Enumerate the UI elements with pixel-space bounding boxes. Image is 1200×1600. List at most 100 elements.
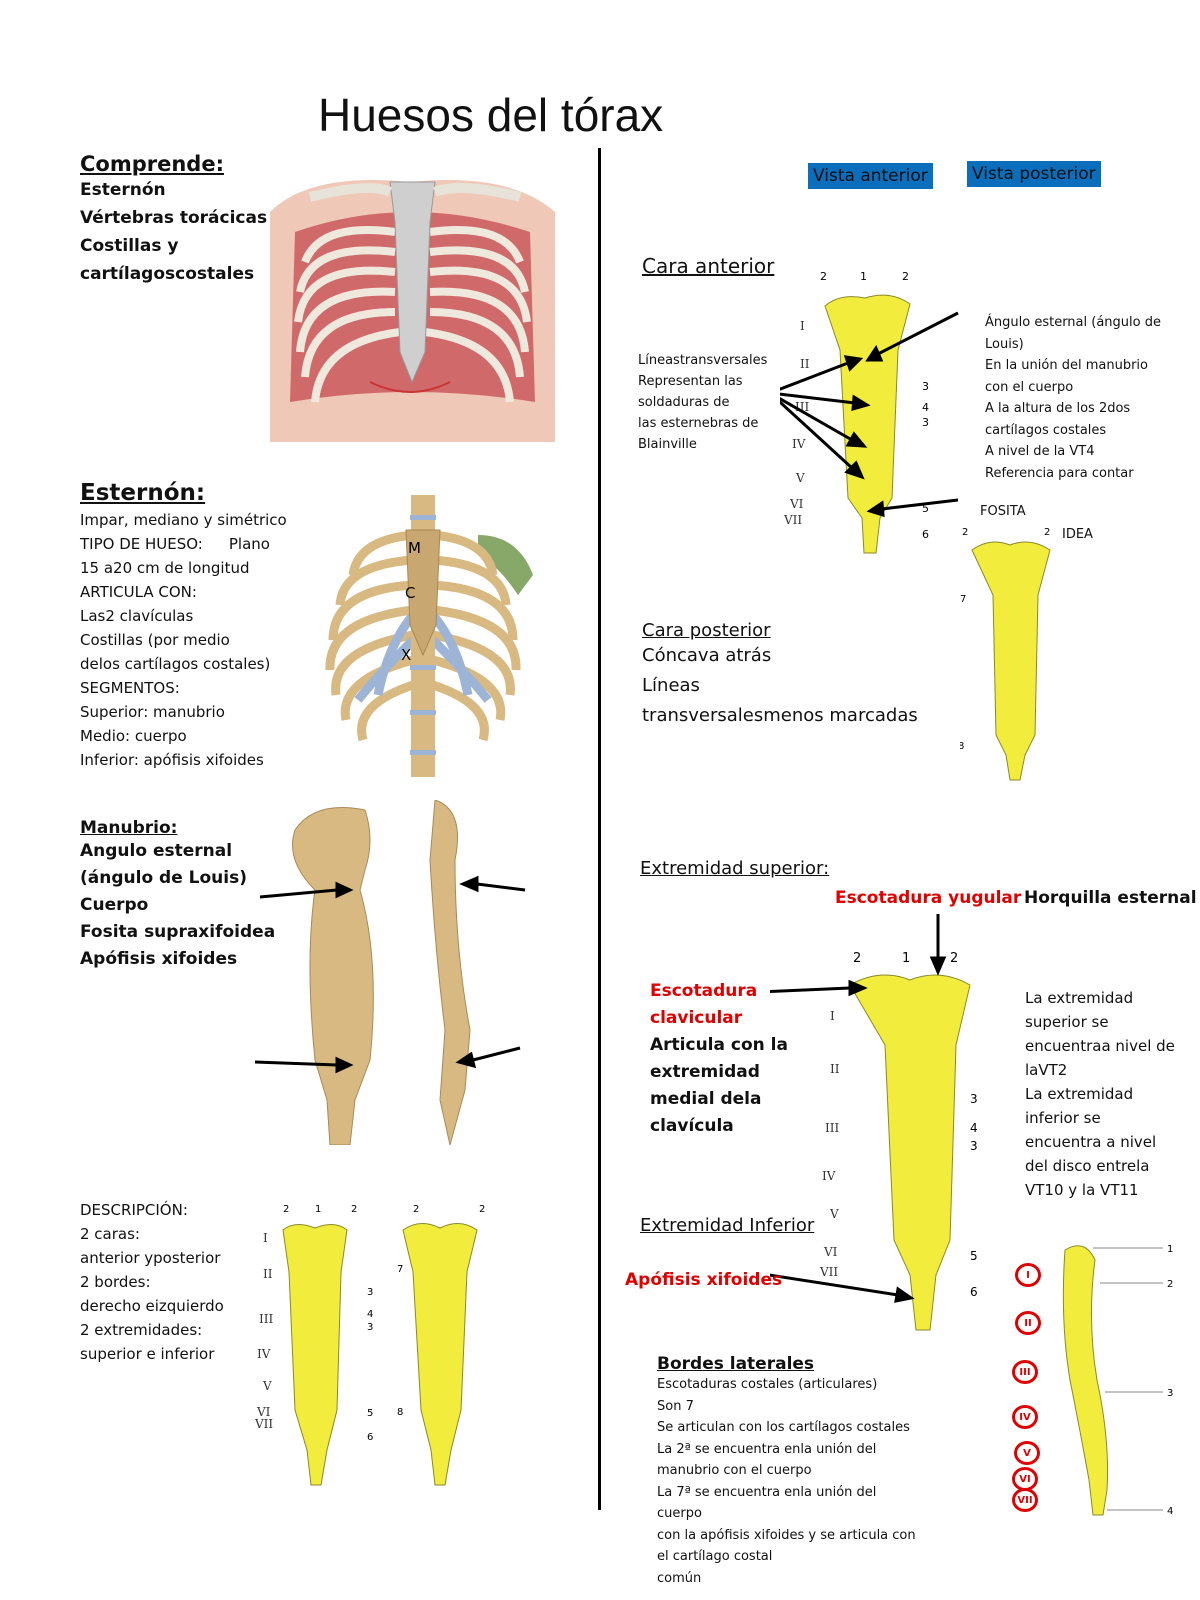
number-label: 3 (922, 380, 929, 393)
number-label: 2 (1167, 1279, 1173, 1290)
number-label: 2 (351, 1204, 357, 1215)
number-label: 2 (962, 527, 968, 538)
column-divider (598, 148, 601, 1510)
number-label: 8 (397, 1407, 403, 1418)
comprende-section: Comprende: Esternón Vértebras torácicas … (80, 152, 267, 288)
label-x: X (401, 646, 411, 664)
note-line: superior se (1025, 1013, 1109, 1031)
descripcion-line: superior e inferior (80, 1345, 215, 1363)
note-line: inferior se (1025, 1109, 1101, 1127)
esternon-line: SEGMENTOS: (80, 679, 180, 697)
circled-numeral: III (1012, 1360, 1038, 1384)
comprende-item: Vértebras torácicas (80, 208, 268, 228)
cara-posterior-line: transversalesmenos marcadas (642, 705, 918, 726)
idea-label: IDEA (1062, 527, 1093, 542)
manubrio-heading: Manubrio: (80, 818, 178, 838)
manubrio-line: Fosita supraxifoidea (80, 922, 276, 942)
note-line: encuentra a nivel (1025, 1133, 1157, 1151)
esternon-line: Costillas (por medio (80, 631, 230, 649)
roman-label: IV (792, 437, 806, 451)
tab-vista-posterior[interactable]: Vista posterior (967, 161, 1101, 187)
lineas-transversales-note: Líneastransversales Representan las sold… (638, 350, 767, 455)
note-line: cartílagos costales (985, 422, 1107, 438)
number-label: 3 (367, 1287, 373, 1298)
note-line: Ángulo esternal (ángulo de (985, 315, 1161, 330)
esternon-line: ARTICULA CON: (80, 583, 197, 601)
bordes-line: manubrio con el cuerpo (657, 1463, 812, 1478)
number-label: 7 (960, 594, 966, 605)
number-label: 1 (315, 1204, 321, 1215)
horquilla-label: Horquilla esternal (1024, 888, 1197, 908)
roman-label: II (800, 357, 810, 371)
extremidad-inferior-heading: Extremidad Inferior (640, 1215, 815, 1236)
esternon-line: Inferior: apófisis xifoides (80, 751, 264, 769)
articula-line: medial dela (650, 1089, 762, 1109)
note-line: las esternebras de (638, 416, 759, 431)
label-m: M (408, 539, 421, 557)
roman-label: VI (823, 1245, 838, 1259)
roman-label: I (830, 1009, 835, 1023)
circled-numeral: IV (1012, 1405, 1038, 1429)
note-line: Líneastransversales (638, 353, 768, 368)
comprende-heading: Comprende: (80, 152, 224, 176)
bordes-line: el cartílago costal (657, 1549, 773, 1564)
manubrio-line: Angulo esternal (80, 841, 233, 861)
roman-label: IV (257, 1347, 271, 1361)
number-label: 6 (970, 1285, 978, 1299)
esternon-section: Esternón: Impar, mediano y simétrico TIP… (80, 480, 287, 772)
roman-label: VI (789, 497, 804, 511)
number-label: 1 (1167, 1244, 1173, 1255)
number-label: 4 (367, 1309, 373, 1320)
roman-label: V (795, 471, 805, 485)
bordes-line: La 7ª se encuentra enla unión del (657, 1484, 877, 1500)
bordes-line: Se articulan con los cartílagos costales (657, 1420, 910, 1435)
thorax-illustration (270, 180, 555, 442)
roman-label: V (262, 1379, 272, 1393)
esternon-line: Medio: cuerpo (80, 727, 187, 745)
esternon-heading: Esternón: (80, 480, 206, 506)
descripcion-line: 2 bordes: (80, 1273, 151, 1291)
note-line: En la unión del manubrio (985, 358, 1148, 373)
cara-posterior-figure: 2 2 7 8 (960, 527, 1051, 781)
esternon-line: TIPO DE HUESO: (80, 535, 203, 553)
roman-label: II (263, 1267, 273, 1281)
tab-vista-anterior[interactable]: Vista anterior (808, 163, 933, 189)
number-label: 2 (950, 951, 958, 966)
descripcion-section: DESCRIPCIÓN: 2 caras: anterior yposterio… (80, 1198, 224, 1366)
esternon-line: Superior: manubrio (80, 703, 225, 721)
manubrio-line: Apófisis xifoides (80, 949, 238, 969)
number-label: 4 (1167, 1506, 1173, 1517)
comprende-item: Esternón (80, 180, 166, 200)
roman-label: VII (255, 1417, 273, 1431)
number-label: 3 (367, 1322, 373, 1333)
bordes-laterales-section: Bordes laterales Escotaduras costales (a… (657, 1354, 916, 1589)
number-label: 4 (922, 401, 929, 414)
roman-label: I (263, 1231, 268, 1245)
tipo-value: Plano (228, 535, 270, 553)
escotadura-clavicular-note: Escotadura clavicular Articula con la ex… (650, 978, 788, 1140)
articula-line: Articula con la (650, 1035, 788, 1055)
articula-line: clavícula (650, 1116, 734, 1136)
comprende-item: cartílagoscostales (80, 264, 255, 284)
label-c: C (405, 584, 415, 602)
descripcion-line: 2 extremidades: (80, 1321, 203, 1339)
number-label: 3 (970, 1139, 978, 1153)
circled-numeral: I (1015, 1263, 1041, 1287)
apofisis-xifoides-label: Apófisis xifoides (625, 1270, 783, 1290)
number-label: 3 (970, 1092, 978, 1106)
bordes-line: La 2ª se encuentra enla unión del (657, 1441, 877, 1457)
note-line: Blainville (638, 437, 697, 452)
circled-numeral: VI (1012, 1467, 1038, 1491)
descripcion-line: anterior yposterior (80, 1249, 221, 1267)
descripcion-line: derecho eizquierdo (80, 1297, 224, 1315)
number-label: 3 (1167, 1388, 1173, 1399)
page-title: Huesos del tórax (318, 89, 664, 141)
bordes-line: con la apófisis xifoides y se articula c… (657, 1527, 916, 1543)
comprende-item: Costillas y (80, 236, 179, 256)
manubrio-line: Cuerpo (80, 895, 149, 915)
bordes-laterales-heading: Bordes laterales (657, 1354, 815, 1374)
note-line: con el cuerpo (985, 379, 1074, 395)
descripcion-line: DESCRIPCIÓN: (80, 1201, 188, 1219)
number-label: 2 (479, 1204, 485, 1215)
escotadura-clavicular-line: clavicular (650, 1008, 743, 1028)
